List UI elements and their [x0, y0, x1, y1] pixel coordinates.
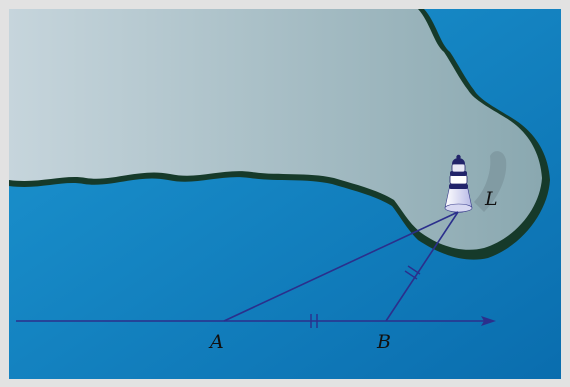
lighthouse-icon	[444, 154, 473, 213]
segment-AL	[223, 211, 459, 322]
lighthouse-shadow	[474, 151, 507, 212]
geometry-lines	[16, 211, 496, 328]
segment-BL	[385, 211, 459, 322]
tick-marks-BL	[404, 265, 421, 280]
land	[9, 9, 542, 250]
point-label-A: A	[208, 331, 224, 353]
tick-marks-AB	[310, 314, 318, 328]
point-label-L: L	[484, 188, 498, 210]
point-label-B: B	[376, 331, 391, 353]
arrow-head-icon	[481, 316, 496, 326]
